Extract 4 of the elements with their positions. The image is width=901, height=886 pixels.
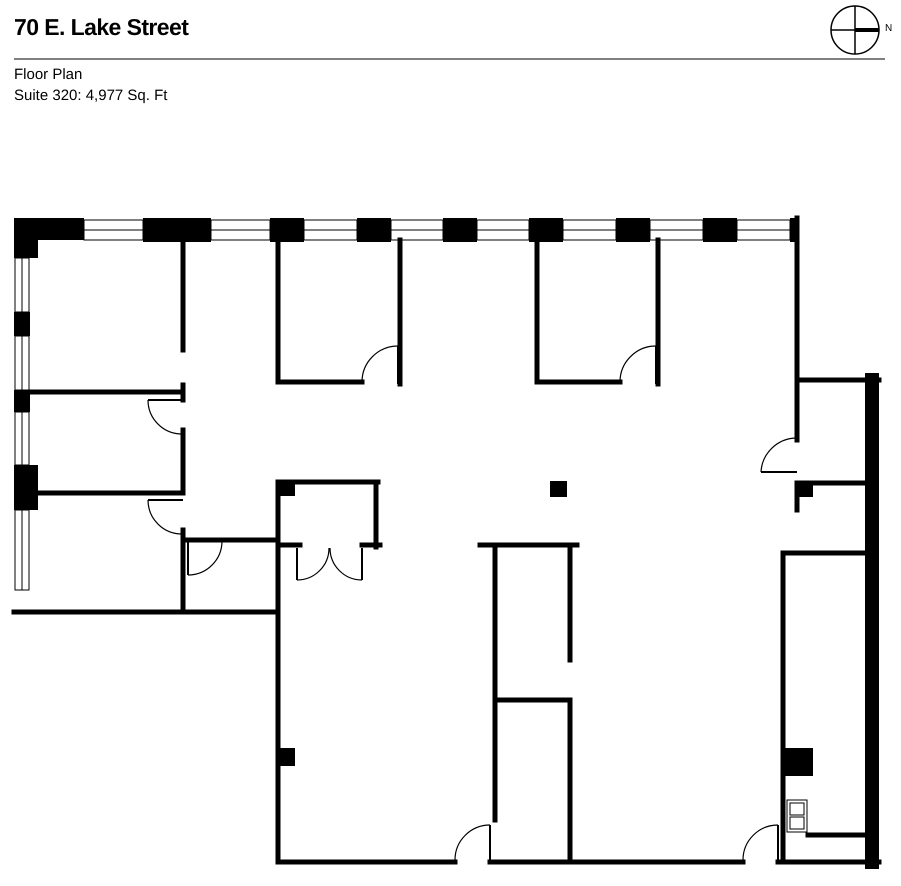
north-label: N xyxy=(885,24,892,34)
suite-area-text: Suite 320: 4,977 Sq. Ft xyxy=(14,88,168,103)
subtitle: Floor Plan xyxy=(14,67,82,82)
title: 70 E. Lake Street xyxy=(14,16,188,39)
